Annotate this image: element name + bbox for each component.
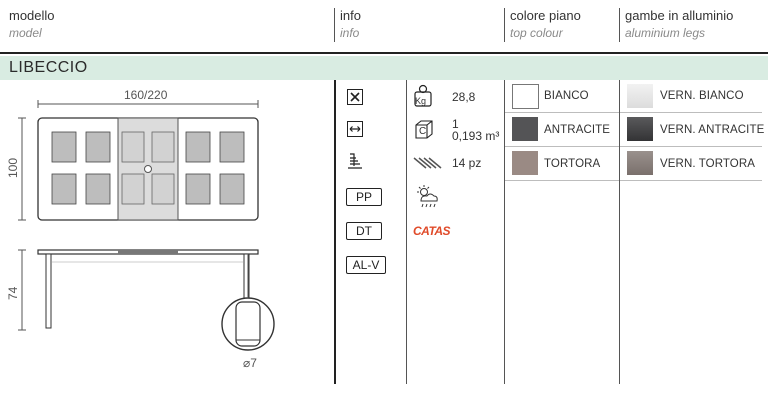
swatch-vern-tortora (627, 151, 653, 175)
swatch-vern-antracite (627, 117, 653, 141)
package-count: 1 (452, 117, 459, 131)
colour-name: VERN. TORTORA (660, 158, 756, 170)
tools-icon (347, 89, 363, 105)
colour-name: VERN. BIANCO (660, 90, 744, 102)
width-dimension: 160/220 (124, 88, 168, 102)
model-label: modello (9, 8, 55, 23)
weight-unit: Kg (415, 96, 427, 106)
column-divider (504, 80, 505, 384)
colour-name: BIANCO (544, 90, 589, 102)
info-sub: info (340, 26, 360, 40)
info-label: info (340, 8, 361, 23)
extend-arrows-icon (347, 121, 363, 137)
top-colour-label: colore piano (510, 8, 581, 23)
package-icon (415, 120, 433, 139)
tag-pp: PP (346, 188, 382, 206)
stack-quantity: 14 pz (452, 156, 482, 170)
column-divider (334, 80, 336, 384)
row-separator (620, 180, 762, 181)
stacked-tables-icon (413, 157, 442, 169)
row-separator (620, 146, 762, 147)
row-separator (505, 180, 619, 181)
swatch-tortora (512, 151, 538, 175)
swatch-antracite (512, 117, 538, 141)
catas-logo: CATAS (413, 224, 451, 238)
stack-icon (348, 153, 362, 169)
row-separator (505, 112, 619, 113)
swatch-vern-bianco (627, 84, 653, 108)
top-colour-sub: top colour (510, 26, 563, 40)
tag-dt: DT (346, 222, 382, 240)
swatch-bianco (512, 84, 539, 109)
row-separator (505, 146, 619, 147)
column-divider (406, 80, 407, 384)
package-volume: 0,193 m³ (452, 129, 500, 143)
header-divider (504, 8, 505, 42)
table-drawing-svg (18, 100, 275, 351)
row-separator (620, 112, 762, 113)
product-band: LIBECCIO (0, 56, 768, 80)
weight-value: 28,8 (452, 90, 476, 104)
header-divider (334, 8, 335, 42)
leg-dimension: ⌀7 (243, 356, 257, 370)
column-divider (619, 80, 620, 384)
colour-name: VERN. ANTRACITE (660, 124, 765, 136)
colour-name: TORTORA (544, 158, 601, 170)
product-name: LIBECCIO (9, 59, 88, 76)
legs-label: gambe in alluminio (625, 8, 734, 23)
colour-name: ANTRACITE (544, 124, 611, 136)
weight-icon (414, 84, 432, 107)
tag-al-v: AL-V (346, 256, 386, 274)
header-divider (619, 8, 620, 42)
header-rule (0, 52, 768, 54)
legs-sub: aluminium legs (625, 26, 706, 40)
package-letter: C (419, 126, 427, 137)
model-sub: model (9, 26, 42, 40)
sun-rain-icon (417, 185, 438, 208)
